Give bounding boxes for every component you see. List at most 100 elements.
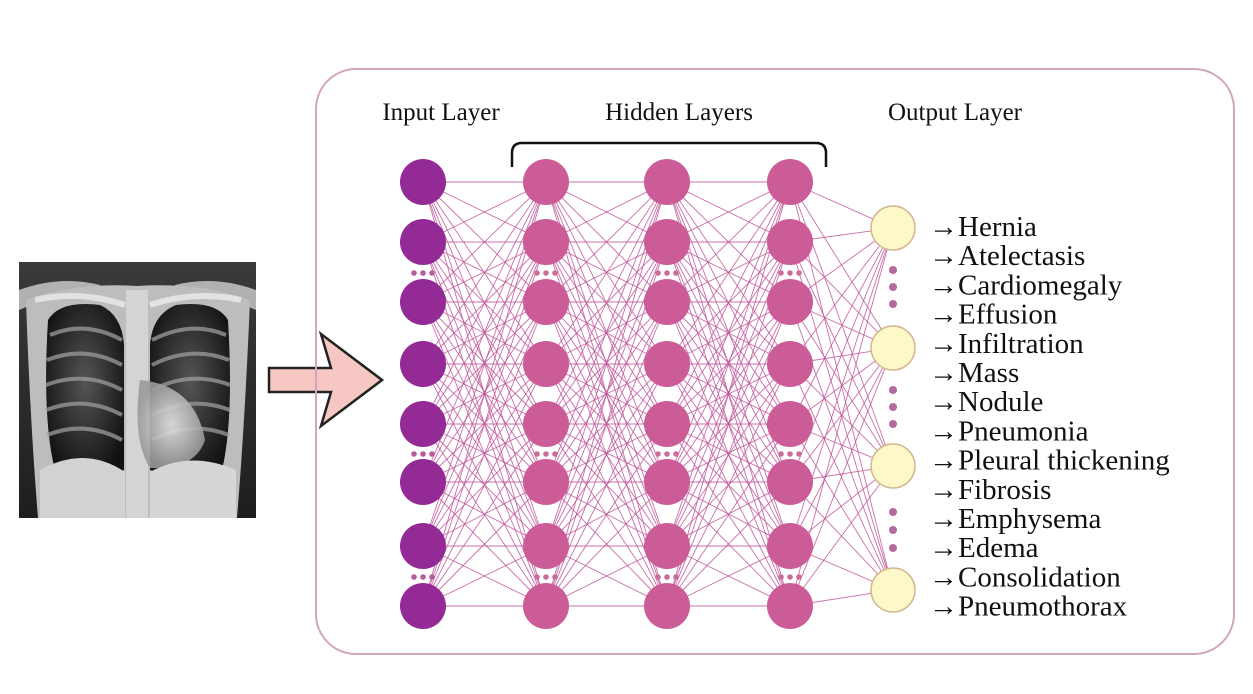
connection-line [422, 481, 547, 607]
connection-line [666, 363, 791, 607]
connection-line [789, 241, 894, 349]
output-class-label: →Edema [929, 532, 1039, 564]
ellipsis-dot [889, 420, 897, 428]
output-class-label: →Fibrosis [929, 474, 1051, 506]
ellipsis-dot [787, 270, 793, 276]
hidden-neuron [644, 279, 690, 325]
connection-line [666, 181, 791, 607]
ellipsis-dot [778, 451, 784, 457]
hidden-neuron [644, 401, 690, 447]
hidden-neuron [523, 523, 569, 569]
hidden-layers-title: Hidden Layers [605, 99, 753, 126]
output-class-label: →Effusion [929, 299, 1058, 331]
ellipsis-dot [796, 574, 802, 580]
ellipsis-dot [889, 300, 897, 308]
input-neuron [400, 341, 446, 387]
right-arrow-icon [267, 330, 385, 430]
input-neuron [400, 583, 446, 629]
connection-line [545, 423, 668, 607]
connection-line [789, 347, 894, 483]
connection-line [666, 481, 791, 607]
output-neuron [870, 443, 916, 489]
ellipsis-dot [889, 386, 897, 394]
hidden-neuron [523, 459, 569, 505]
output-class-label: →Consolidation [929, 561, 1121, 593]
connection-line [545, 181, 668, 425]
output-neuron [870, 205, 916, 251]
connection-line [666, 181, 791, 303]
connection-line [789, 347, 894, 547]
hidden-neuron [767, 459, 813, 505]
connection-line [666, 301, 791, 483]
hidden-neuron [767, 583, 813, 629]
ellipsis-dot [411, 270, 417, 276]
output-class-label: →Hernia [929, 211, 1037, 243]
connection-line [789, 423, 894, 591]
ellipsis-dot [534, 451, 540, 457]
hidden-neuron [767, 279, 813, 325]
input-neuron [400, 523, 446, 569]
output-class-label: →Pneumonia [929, 415, 1089, 447]
output-layer-title: Output Layer [888, 99, 1023, 126]
ellipsis-dot [655, 574, 661, 580]
hidden-neuron [644, 459, 690, 505]
ellipsis-dot [889, 266, 897, 274]
ellipsis-dot [889, 508, 897, 516]
ellipsis-dot [664, 451, 670, 457]
output-class-label: →Pleural thickening [929, 445, 1170, 477]
output-class-labels: →Hernia→Atelectasis→Cardiomegaly→Effusio… [929, 211, 1170, 623]
connection-line [789, 227, 894, 425]
connection-line [666, 241, 791, 483]
connection-line [422, 241, 547, 483]
neurons [400, 159, 916, 629]
ellipsis-dot [664, 574, 670, 580]
ellipsis-dot [673, 574, 679, 580]
ellipsis-dot [534, 574, 540, 580]
hidden-neuron [767, 219, 813, 265]
ellipsis-dot [787, 574, 793, 580]
input-neuron [400, 219, 446, 265]
ellipsis-dot [543, 270, 549, 276]
connection-line [666, 181, 791, 425]
output-neuron [870, 567, 916, 613]
connection-line [789, 301, 894, 467]
hidden-neuron [523, 159, 569, 205]
input-neuron [400, 401, 446, 447]
connection-line [422, 181, 547, 425]
connection-line [666, 423, 791, 607]
chest-xray-image [19, 262, 256, 518]
output-class-label: →Pneumothorax [929, 591, 1128, 623]
hidden-neuron [644, 219, 690, 265]
hidden-neuron [767, 523, 813, 569]
ellipsis-dot [534, 270, 540, 276]
connection-line [789, 465, 894, 607]
connection-line [422, 181, 547, 607]
connection-line [545, 481, 668, 607]
ellipsis-dot [889, 403, 897, 411]
hidden-neuron [767, 401, 813, 447]
connection-line [545, 181, 668, 365]
output-class-label: →Cardiomegaly [929, 269, 1123, 301]
output-class-label: →Atelectasis [929, 240, 1085, 272]
network-frame [315, 68, 1235, 655]
hidden-neuron [767, 159, 813, 205]
output-class-label: →Infiltration [929, 328, 1084, 360]
connection-line [422, 181, 547, 365]
connection-line [789, 227, 894, 365]
hidden-neuron [523, 279, 569, 325]
ellipsis-dot [655, 270, 661, 276]
connection-line [789, 347, 894, 607]
connection-line [545, 301, 668, 483]
ellipsis-dot [429, 270, 435, 276]
ellipsis-dot [889, 283, 897, 291]
output-class-label: →Emphysema [929, 503, 1101, 535]
ellipsis-dot [655, 451, 661, 457]
hidden-neuron [644, 523, 690, 569]
connection-line [545, 181, 668, 303]
ellipsis-dot [552, 451, 558, 457]
hidden-neuron [767, 341, 813, 387]
ellipsis-dot [552, 270, 558, 276]
ellipsis-dot [787, 451, 793, 457]
connection-line [789, 227, 894, 483]
